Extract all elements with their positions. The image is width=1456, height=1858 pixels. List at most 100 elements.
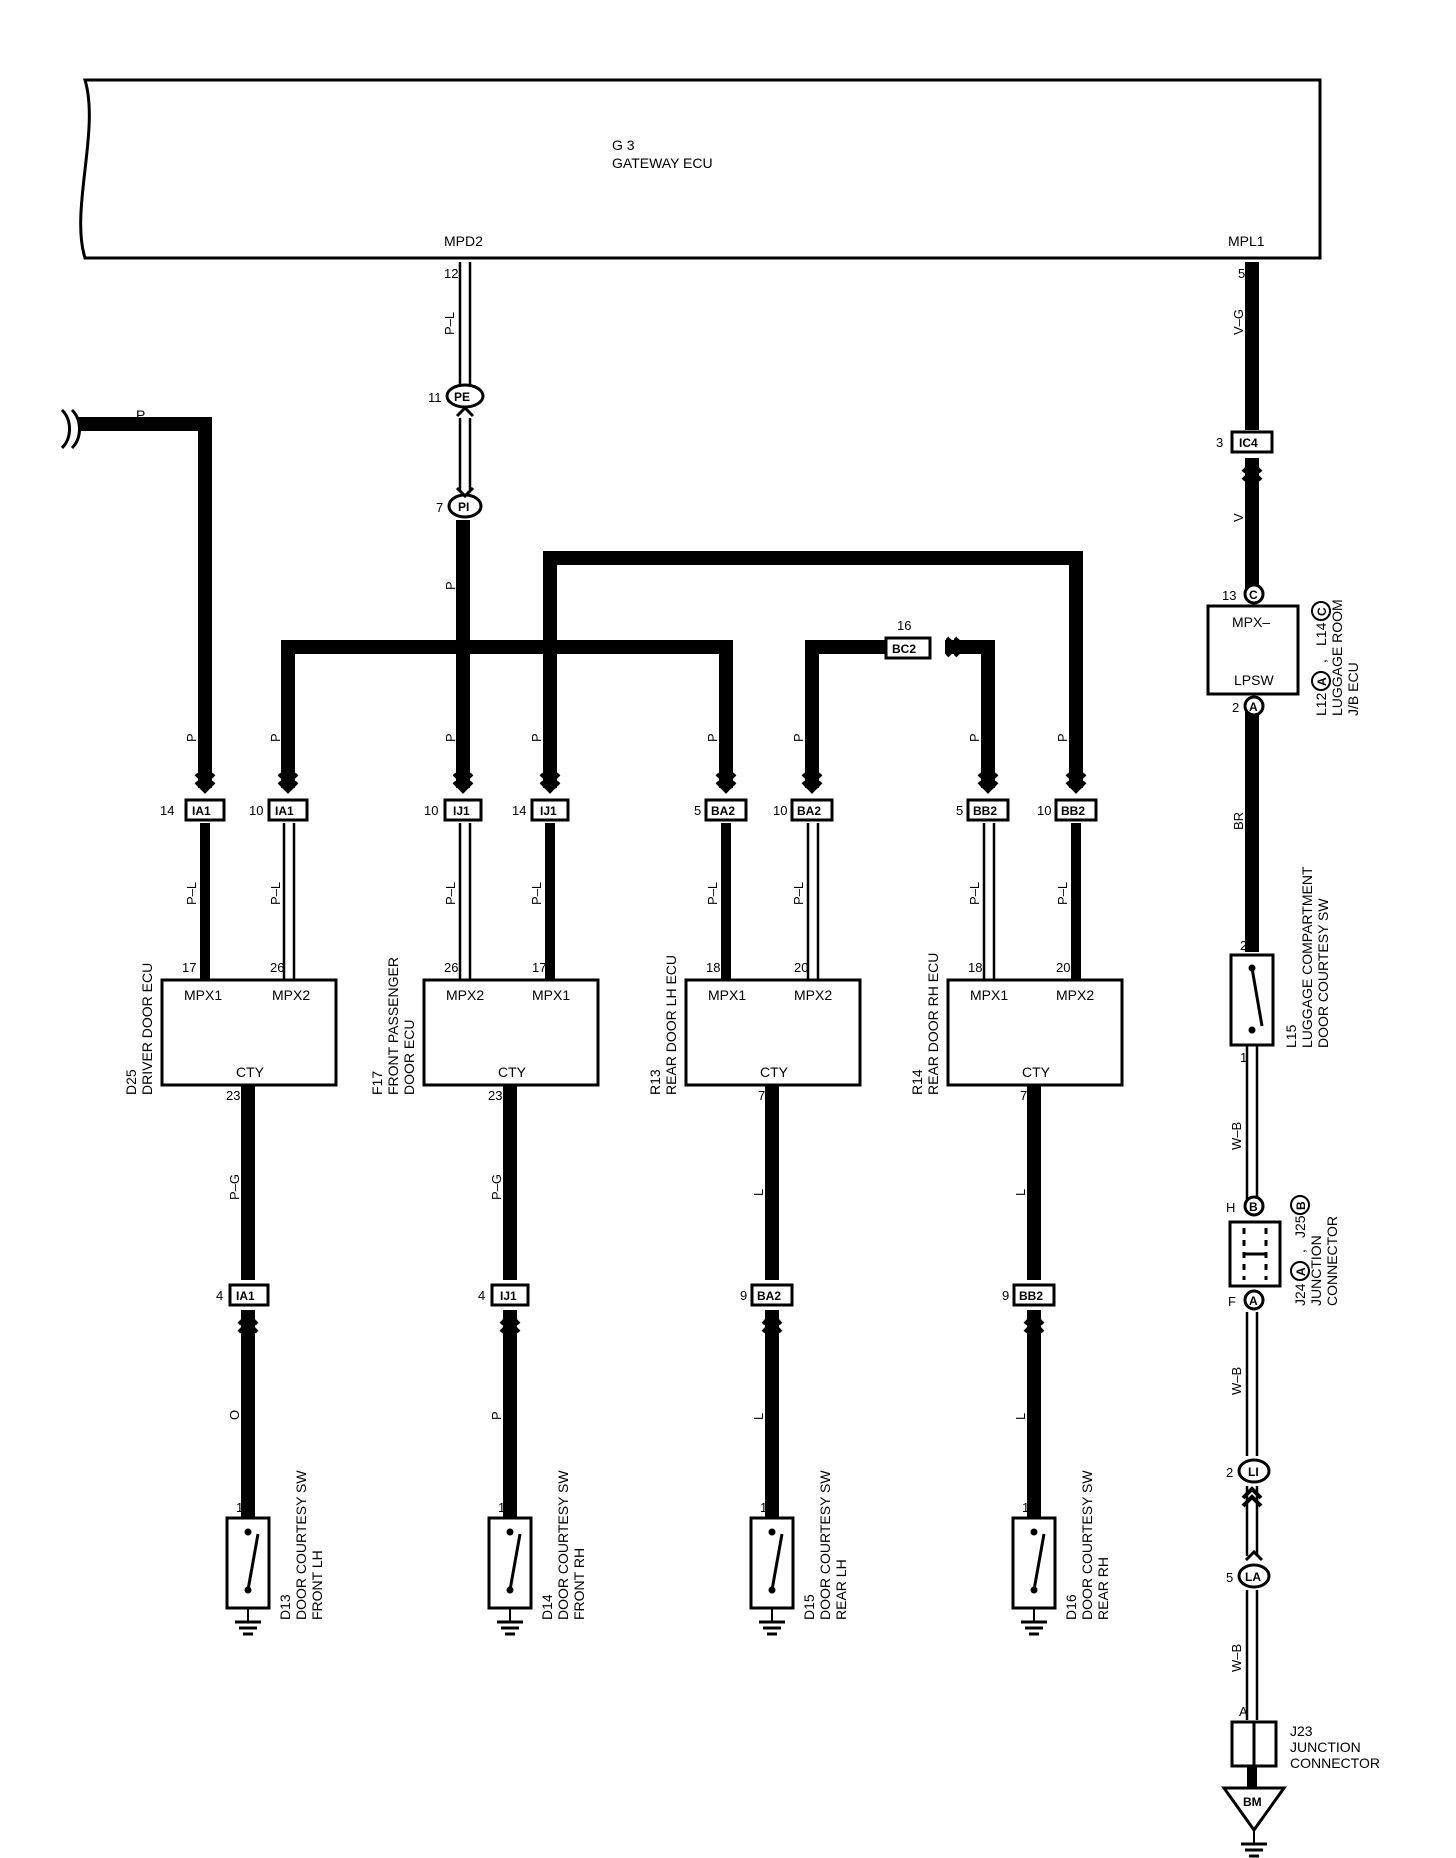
- conn-ia1-b: IA1: [275, 804, 294, 818]
- junction-li-label: LI: [1248, 1465, 1259, 1479]
- ground-bm: BM: [1221, 1786, 1287, 1858]
- conn-ij1-c: IJ1: [500, 1289, 517, 1303]
- wire-wb-3: W–B: [1229, 1644, 1244, 1672]
- pin-11: 11: [428, 390, 442, 405]
- switch-d15-name2: REAR LH: [833, 1559, 849, 1620]
- j24-name2: CONNECTOR: [1324, 1216, 1340, 1306]
- ecu-r13-mpx1: MPX1: [708, 987, 746, 1003]
- wire-l-3: L: [751, 1413, 766, 1420]
- double-wires: [282, 262, 1259, 1720]
- pin-14-a: 14: [160, 803, 174, 818]
- ecu-f17-pin17: 17: [532, 960, 546, 975]
- wire-wb-2: W–B: [1229, 1367, 1244, 1395]
- ecu-r14-pin18: 18: [968, 960, 982, 975]
- j24-pin-h: H: [1226, 1200, 1235, 1215]
- j24-id-a: A: [1294, 1267, 1308, 1276]
- conn-bb2-b: BB2: [1061, 804, 1085, 818]
- conn-bb2-a: BB2: [973, 804, 997, 818]
- ecu-d25-name: DRIVER DOOR ECU: [139, 963, 155, 1095]
- junction-la: LA 5: [1226, 1549, 1271, 1589]
- luggage-ecu-lpsw: LPSW: [1234, 672, 1274, 688]
- luggage-ecu-id-l12: L12: [1313, 692, 1329, 716]
- pin-4-b: 4: [478, 1288, 485, 1303]
- ecu-r14-pin7: 7: [1020, 1088, 1027, 1103]
- luggage-ecu-id-l14: L14: [1313, 622, 1329, 646]
- ecu-f17-name1: FRONT PASSENGER: [385, 957, 401, 1095]
- j23-name1: JUNCTION: [1290, 1739, 1361, 1755]
- ecu-d25-mpx1: MPX1: [184, 987, 222, 1003]
- ecu-d25-pin17: 17: [182, 960, 196, 975]
- wire-l-2: L: [1013, 1189, 1028, 1196]
- connector-ic4: IC4 3: [1216, 430, 1274, 454]
- ecu-f17-pin23: 23: [488, 1088, 502, 1103]
- ecu-d25-id: D25: [123, 1069, 139, 1095]
- conn-ij1-a: IJ1: [453, 804, 470, 818]
- ecu-f17-mpx2: MPX2: [446, 987, 484, 1003]
- switch-d13: 1 D13 DOOR COURTESY SW FRONT LH: [225, 1470, 325, 1636]
- wire-v-g: V–G: [1231, 309, 1246, 335]
- luggage-ecu-id-a: A: [1315, 677, 1329, 686]
- luggage-ecu-pin-a: A: [1249, 700, 1258, 714]
- luggage-ecu-mpx: MPX–: [1232, 614, 1270, 630]
- connector-row-bottom: IA1 4 IJ1 4 BA2 9 BB2 9: [216, 1283, 1056, 1307]
- luggage-ecu-id-c: C: [1315, 607, 1329, 616]
- junction-pi: PI 7: [436, 486, 483, 519]
- pin-10-d: 10: [1037, 803, 1051, 818]
- single-wires: [200, 823, 1081, 980]
- switch-l15-name2: DOOR COURTESY SW: [1315, 898, 1331, 1048]
- ecu-f17-id: F17: [369, 1071, 385, 1095]
- ecu-d25-pin26: 26: [270, 960, 284, 975]
- ecu-f17-mpx1: MPX1: [532, 987, 570, 1003]
- wire-br: BR: [1231, 812, 1246, 830]
- pin-12: 12: [444, 266, 458, 281]
- wire-p-pi: P: [443, 581, 458, 590]
- pin-10-b: 10: [424, 803, 438, 818]
- pin-14-b: 14: [512, 803, 526, 818]
- ecu-r13-pin7: 7: [758, 1088, 765, 1103]
- ecu-d25-cty: CTY: [236, 1064, 265, 1080]
- conn-bc2: BC2: [892, 642, 916, 656]
- ecu-f17-cty: CTY: [498, 1064, 527, 1080]
- ecu-r13-cty: CTY: [760, 1064, 789, 1080]
- switch-d14-name1: DOOR COURTESY SW: [555, 1470, 571, 1620]
- switch-d15-name1: DOOR COURTESY SW: [817, 1470, 833, 1620]
- ecu-r14-cty: CTY: [1022, 1064, 1051, 1080]
- switch-d14: 1 D14 DOOR COURTESY SW FRONT RH: [487, 1470, 587, 1636]
- switch-d16: 1 D16 DOOR COURTESY SW REAR RH: [1011, 1470, 1111, 1636]
- j25-id: J25: [1292, 1215, 1308, 1238]
- junction-la-pin: 5: [1226, 1570, 1233, 1585]
- switch-d13-name1: DOOR COURTESY SW: [293, 1470, 309, 1620]
- ecu-r14-pin20: 20: [1056, 960, 1070, 975]
- conn-ba2-c: BA2: [757, 1289, 781, 1303]
- ecu-r14-mpx1: MPX1: [970, 987, 1008, 1003]
- ecu-r14: 18 20 MPX1 MPX2 CTY 7 R14 REAR DOOR RH E…: [909, 953, 1124, 1103]
- gateway-terminal-mpd2: MPD2: [444, 233, 483, 249]
- j23-pin-a: A: [1239, 1704, 1248, 1719]
- wire-p-1: P: [184, 733, 199, 742]
- wire-pl-5: P–L: [705, 882, 720, 905]
- conn-bb2-c: BB2: [1019, 1289, 1043, 1303]
- wire-pl-2: P–L: [268, 882, 283, 905]
- wire-pg-2: P–G: [489, 1174, 504, 1200]
- conn-ia1-a: IA1: [192, 804, 211, 818]
- wire-pl-8: P–L: [1055, 882, 1070, 905]
- switch-l15-name1: LUGGAGE COMPARTMENT: [1299, 866, 1315, 1048]
- ecu-r13-name: REAR DOOR LH ECU: [663, 955, 679, 1095]
- junction-li: LI 2: [1226, 1458, 1271, 1484]
- ecu-r13: 18 20 MPX1 MPX2 CTY 7 R13 REAR DOOR LH E…: [647, 955, 862, 1103]
- gateway-terminal-mpl1: MPL1: [1228, 233, 1265, 249]
- luggage-room-jb-ecu: MPX– LPSW C 13 A 2 L12 A , L14 C LUGGAGE…: [1206, 583, 1361, 717]
- pin-16: 16: [897, 618, 911, 633]
- pin-7: 7: [436, 500, 443, 515]
- j24-pin-b: B: [1249, 1200, 1258, 1214]
- switch-d16-name1: DOOR COURTESY SW: [1079, 1470, 1095, 1620]
- ecu-r14-mpx2: MPX2: [1056, 987, 1094, 1003]
- ecu-f17-name2: DOOR ECU: [401, 1020, 417, 1095]
- switch-d15-id: D15: [801, 1594, 817, 1620]
- luggage-ecu-id-sep: ,: [1313, 659, 1329, 663]
- switch-d14-id: D14: [539, 1594, 555, 1620]
- wire-p-3: P: [443, 733, 458, 742]
- j24-pin-a: A: [1249, 1294, 1258, 1308]
- wire-pl-3: P–L: [443, 882, 458, 905]
- pin-9-b: 9: [1002, 1288, 1009, 1303]
